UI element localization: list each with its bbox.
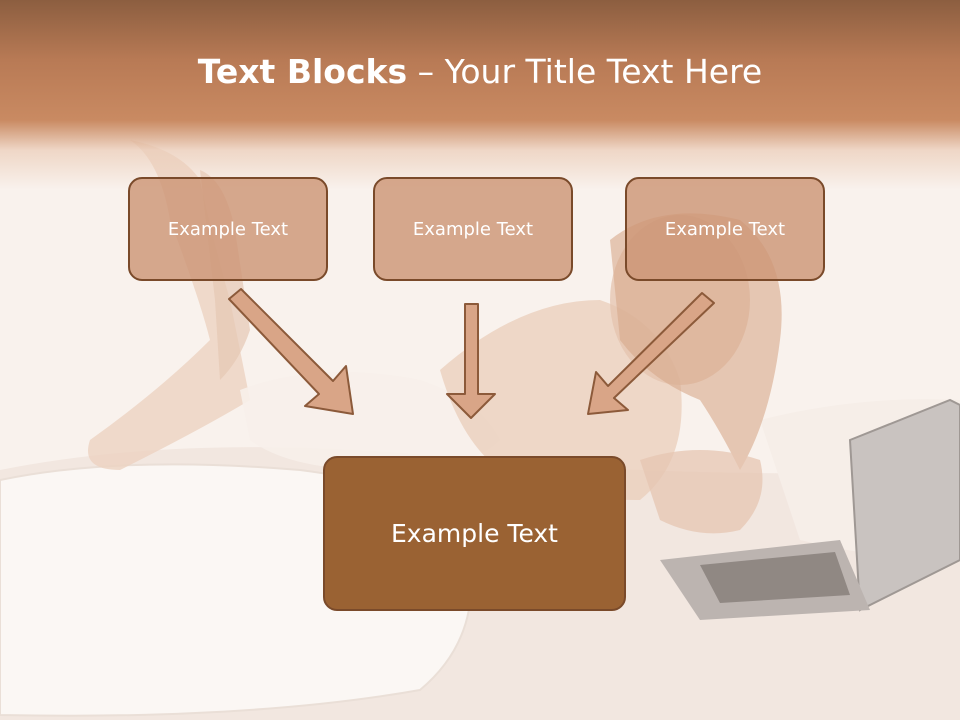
slide-title: Text Blocks – Your Title Text Here xyxy=(0,52,960,91)
text-box-middle[interactable]: Example Text xyxy=(373,177,573,281)
title-rest-part: – Your Title Text Here xyxy=(407,52,763,91)
arrow-left-diagonal xyxy=(228,288,354,415)
text-box-right-label: Example Text xyxy=(664,218,786,240)
arrow-right-diagonal xyxy=(587,292,715,415)
text-box-left-label: Example Text xyxy=(167,218,289,240)
text-box-left[interactable]: Example Text xyxy=(128,177,328,281)
title-bold-part: Text Blocks xyxy=(197,52,408,91)
text-box-center[interactable]: Example Text xyxy=(323,456,626,611)
header-band xyxy=(0,0,960,190)
text-box-right[interactable]: Example Text xyxy=(625,177,825,281)
arrow-middle-down xyxy=(446,303,496,419)
text-box-center-label: Example Text xyxy=(391,519,558,548)
text-box-middle-label: Example Text xyxy=(412,218,534,240)
